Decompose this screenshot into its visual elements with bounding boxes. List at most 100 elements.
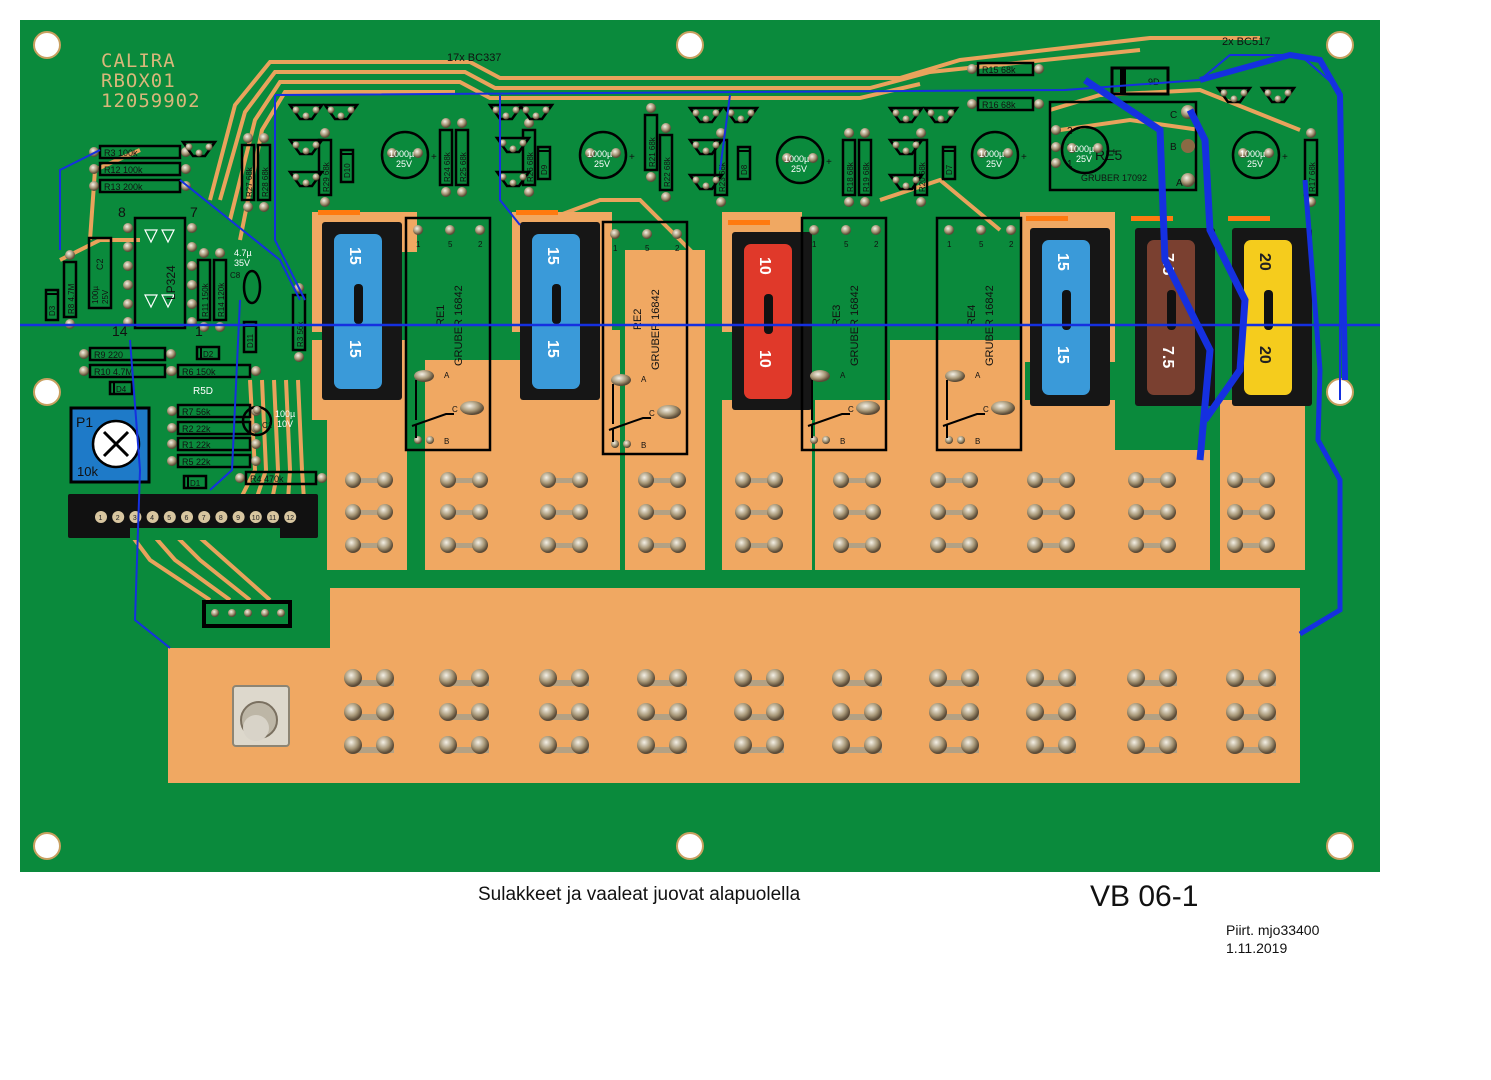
resistor-r29: R29 68k bbox=[317, 128, 333, 207]
re5-pin-1: 1 bbox=[1067, 159, 1073, 170]
capacitor-voltage: 25V bbox=[1076, 154, 1092, 164]
pin-number: 11 bbox=[269, 515, 276, 522]
mounting-hole bbox=[676, 832, 704, 860]
resistor-label: R11 150k bbox=[201, 282, 210, 317]
terminal-pad bbox=[1026, 703, 1076, 721]
connector-pin-12: 12 bbox=[284, 511, 297, 523]
terminal-pad bbox=[439, 703, 489, 721]
terminal-pad bbox=[734, 736, 784, 754]
transistor-t11 bbox=[687, 138, 725, 156]
connector-pin-11: 11 bbox=[267, 511, 279, 523]
resistor-label: R21 68k bbox=[648, 136, 657, 167]
resistor-r8: R8 4.7M bbox=[62, 250, 78, 329]
resistor-r25: R25 68k bbox=[454, 118, 470, 197]
pin-number: 3 bbox=[133, 515, 137, 522]
pin-number: 5 bbox=[167, 515, 171, 522]
ic-pin-14-label: 14 bbox=[112, 323, 128, 339]
capacitor-c8: 4.7µ 35V C8 bbox=[230, 248, 262, 305]
drawing-author: Piirt. mjo33400 bbox=[1226, 922, 1320, 938]
jumper-wires bbox=[20, 51, 1380, 649]
terminal-pad bbox=[1227, 537, 1275, 553]
capacitor-c1: C1 100µ 10V bbox=[241, 405, 295, 437]
terminal-pad bbox=[539, 669, 589, 687]
terminal-pad bbox=[440, 537, 488, 553]
resistor-r23: R23 68k bbox=[713, 128, 729, 207]
diode-label: D10 bbox=[343, 163, 352, 178]
resistor-r16: R16 68k bbox=[967, 96, 1044, 112]
caption-note: Sulakkeet ja vaaleat juovat alapuolella bbox=[478, 884, 801, 905]
resistor-label: R23 68k bbox=[718, 161, 727, 192]
relay-contact: A bbox=[975, 371, 981, 380]
terminal-pad bbox=[344, 669, 394, 687]
resistor-r19: R19 68k bbox=[857, 128, 873, 207]
transistor-t8 bbox=[494, 170, 532, 188]
terminal-pad bbox=[929, 669, 979, 687]
connector-pin-1: 1 bbox=[95, 511, 107, 523]
resistor-label: R3 100k bbox=[104, 148, 138, 158]
capacitor-voltage: 25V bbox=[1247, 159, 1263, 169]
terminal-pad bbox=[439, 669, 489, 687]
terminal-pad bbox=[440, 472, 488, 488]
resistor-label: R24 68k bbox=[443, 151, 452, 182]
fuse-rating: 7.5 bbox=[1159, 346, 1176, 368]
c1-ref: C1 bbox=[262, 421, 273, 430]
relay-pin: 2 bbox=[1009, 240, 1014, 249]
silk-line-2: RBOX01 bbox=[101, 70, 176, 92]
resistor-r18: R18 68k bbox=[841, 128, 857, 207]
resistor-r1: R1 22k bbox=[167, 436, 261, 452]
relay-pin: 5 bbox=[448, 240, 453, 249]
terminal-pad bbox=[832, 736, 882, 754]
terminal-pad bbox=[637, 703, 687, 721]
terminal-pad bbox=[1127, 703, 1177, 721]
svg-text:+: + bbox=[629, 152, 635, 163]
diode-label: D7 bbox=[945, 164, 954, 175]
resistor-r4: R4 470k bbox=[235, 470, 327, 486]
resistor-label: R27 68k bbox=[245, 166, 254, 197]
relay-contact: C bbox=[848, 405, 854, 414]
c8-value: 4.7µ bbox=[234, 248, 252, 258]
resistor-r28: R28 68k bbox=[256, 133, 272, 212]
resistor-label: R10 4.7M bbox=[94, 367, 133, 377]
pin-number: 4 bbox=[150, 515, 154, 522]
resistor-label: R2 22k bbox=[182, 424, 211, 434]
terminal-pad bbox=[539, 703, 589, 721]
ic-ref: LP324 bbox=[164, 265, 178, 300]
terminal-pad bbox=[637, 736, 687, 754]
relay-pin: 1 bbox=[947, 240, 952, 249]
fuse-rating: 15 bbox=[1054, 346, 1071, 364]
svg-text:+: + bbox=[431, 152, 437, 163]
resistor-r12: R12 100k bbox=[89, 161, 191, 177]
connector-pin-8: 8 bbox=[215, 511, 228, 523]
ic-pin-1-label: 1 bbox=[195, 323, 203, 339]
resistor-label: R19 68k bbox=[862, 161, 871, 192]
fuse-rating: 20 bbox=[1256, 346, 1273, 364]
fuse-rating: 15 bbox=[1054, 253, 1071, 271]
connector-pin-6: 6 bbox=[181, 511, 193, 523]
c8-voltage: 35V bbox=[234, 258, 250, 268]
silk-line-1: CALIRA bbox=[101, 50, 176, 72]
diode-d3: D3 bbox=[44, 288, 60, 322]
relay-ref: RE3 bbox=[831, 305, 843, 326]
c2-value: 100µ bbox=[91, 286, 100, 304]
r5d-label: R5D bbox=[193, 386, 213, 397]
resistor-label: R13 200k bbox=[104, 182, 143, 192]
resistor-r26: R26 68k bbox=[521, 118, 537, 197]
fuse-5[interactable]: 7.57.5 bbox=[1131, 216, 1215, 406]
diode-d1: D1 bbox=[182, 474, 208, 490]
connector-pin-5: 5 bbox=[163, 511, 176, 523]
capacitor-voltage: 25V bbox=[986, 159, 1002, 169]
resistor-label: R1 22k bbox=[182, 440, 211, 450]
diode-label: D8 bbox=[740, 164, 749, 175]
relay-contact: B bbox=[641, 441, 646, 450]
transistor-t10 bbox=[722, 106, 760, 124]
transistor-t17 bbox=[1215, 86, 1253, 104]
capacitor-c2: C2 100µ 25V bbox=[87, 236, 113, 310]
